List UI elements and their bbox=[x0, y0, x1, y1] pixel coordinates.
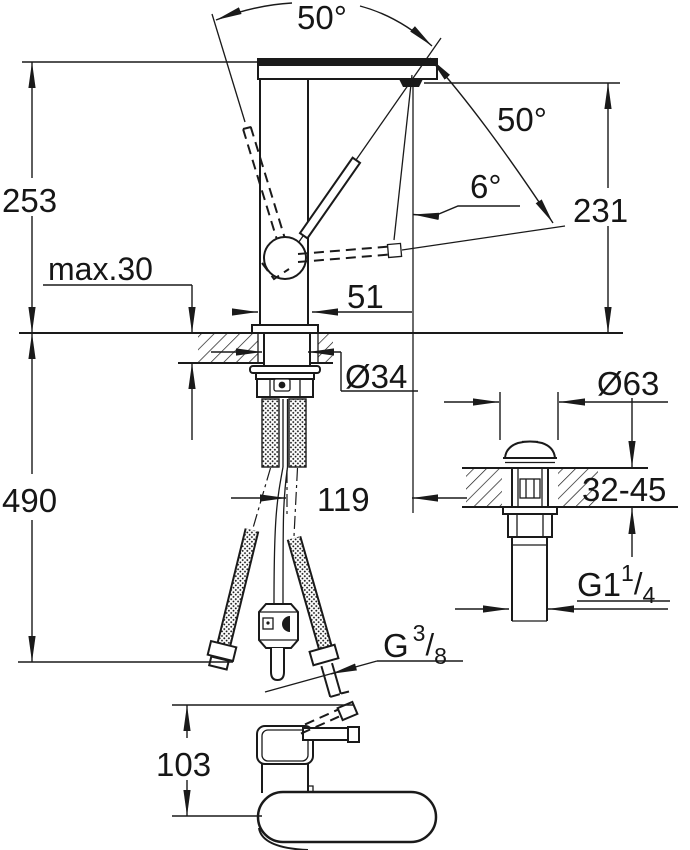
supply-hose-left-diagonal bbox=[218, 528, 258, 646]
dimension-annotations: 253 490 max.30 51 Ø34 231 119 bbox=[2, 0, 670, 817]
deck-hatch-right bbox=[318, 334, 333, 362]
plan-valve-body bbox=[256, 725, 314, 765]
drain-detail-view bbox=[462, 440, 678, 622]
dim-max30-label: max.30 bbox=[48, 251, 153, 287]
supply-hose-right-diagonal bbox=[288, 536, 332, 652]
supply-hose-left bbox=[261, 398, 280, 468]
dim-dia63-label: Ø63 bbox=[597, 365, 659, 402]
angle-50-top-label: 50° bbox=[297, 0, 347, 36]
pullout-hose-right-edge bbox=[282, 466, 289, 605]
dim-103-label: 103 bbox=[156, 746, 211, 783]
base-plate bbox=[251, 324, 319, 334]
faucet-front-view bbox=[211, 13, 566, 513]
lever-back-dashed-1 bbox=[242, 128, 278, 240]
dim-231-label: 231 bbox=[573, 192, 628, 229]
dim-119-label: 119 bbox=[317, 481, 370, 518]
plan-handle-bar-cap bbox=[347, 726, 360, 743]
drain-cap-dome bbox=[503, 440, 557, 459]
pullout-hose-tip bbox=[270, 648, 285, 682]
spout-top-edge bbox=[258, 59, 437, 66]
angle-50-right-label: 50° bbox=[497, 101, 547, 138]
drain-nut bbox=[507, 513, 553, 538]
washer bbox=[249, 365, 321, 374]
hose-fitting-left bbox=[206, 639, 238, 671]
hose-weight bbox=[258, 603, 299, 649]
lever-down-dashed-1 bbox=[297, 245, 397, 255]
dim-51-label: 51 bbox=[347, 278, 384, 315]
plan-spout bbox=[256, 790, 438, 844]
supply-hose-right bbox=[288, 398, 307, 468]
pullout-hose-left-edge bbox=[273, 466, 284, 605]
dim-3245-label: 32-45 bbox=[582, 471, 666, 508]
lever-down-extension bbox=[401, 225, 566, 251]
dim-g114-label: G11/4 bbox=[577, 560, 655, 608]
lever-handle bbox=[298, 156, 362, 240]
dim-253-label: 253 bbox=[2, 182, 57, 219]
faucet-plan-view bbox=[256, 700, 438, 850]
angle-6-label: 6° bbox=[470, 168, 502, 205]
dim-dia34-label: Ø34 bbox=[345, 358, 407, 395]
tilt-line bbox=[393, 74, 413, 241]
plan-spout-lip bbox=[258, 827, 309, 850]
weight-latch bbox=[282, 616, 290, 632]
counter-deck bbox=[19, 332, 623, 364]
lever-back-dashed-2 bbox=[249, 126, 286, 238]
hose-fitting-right bbox=[308, 643, 350, 698]
lever-down-dashed-2 bbox=[297, 253, 397, 263]
lever-back-extension bbox=[211, 13, 246, 123]
mounting-shank bbox=[263, 332, 311, 367]
deck-hatch-left bbox=[198, 334, 258, 362]
under-counter-assembly bbox=[206, 332, 350, 698]
drain-flange bbox=[502, 506, 558, 515]
dim-490-label: 490 bbox=[2, 482, 57, 519]
lever-down-tip bbox=[386, 242, 403, 259]
ball-joint bbox=[263, 236, 307, 280]
